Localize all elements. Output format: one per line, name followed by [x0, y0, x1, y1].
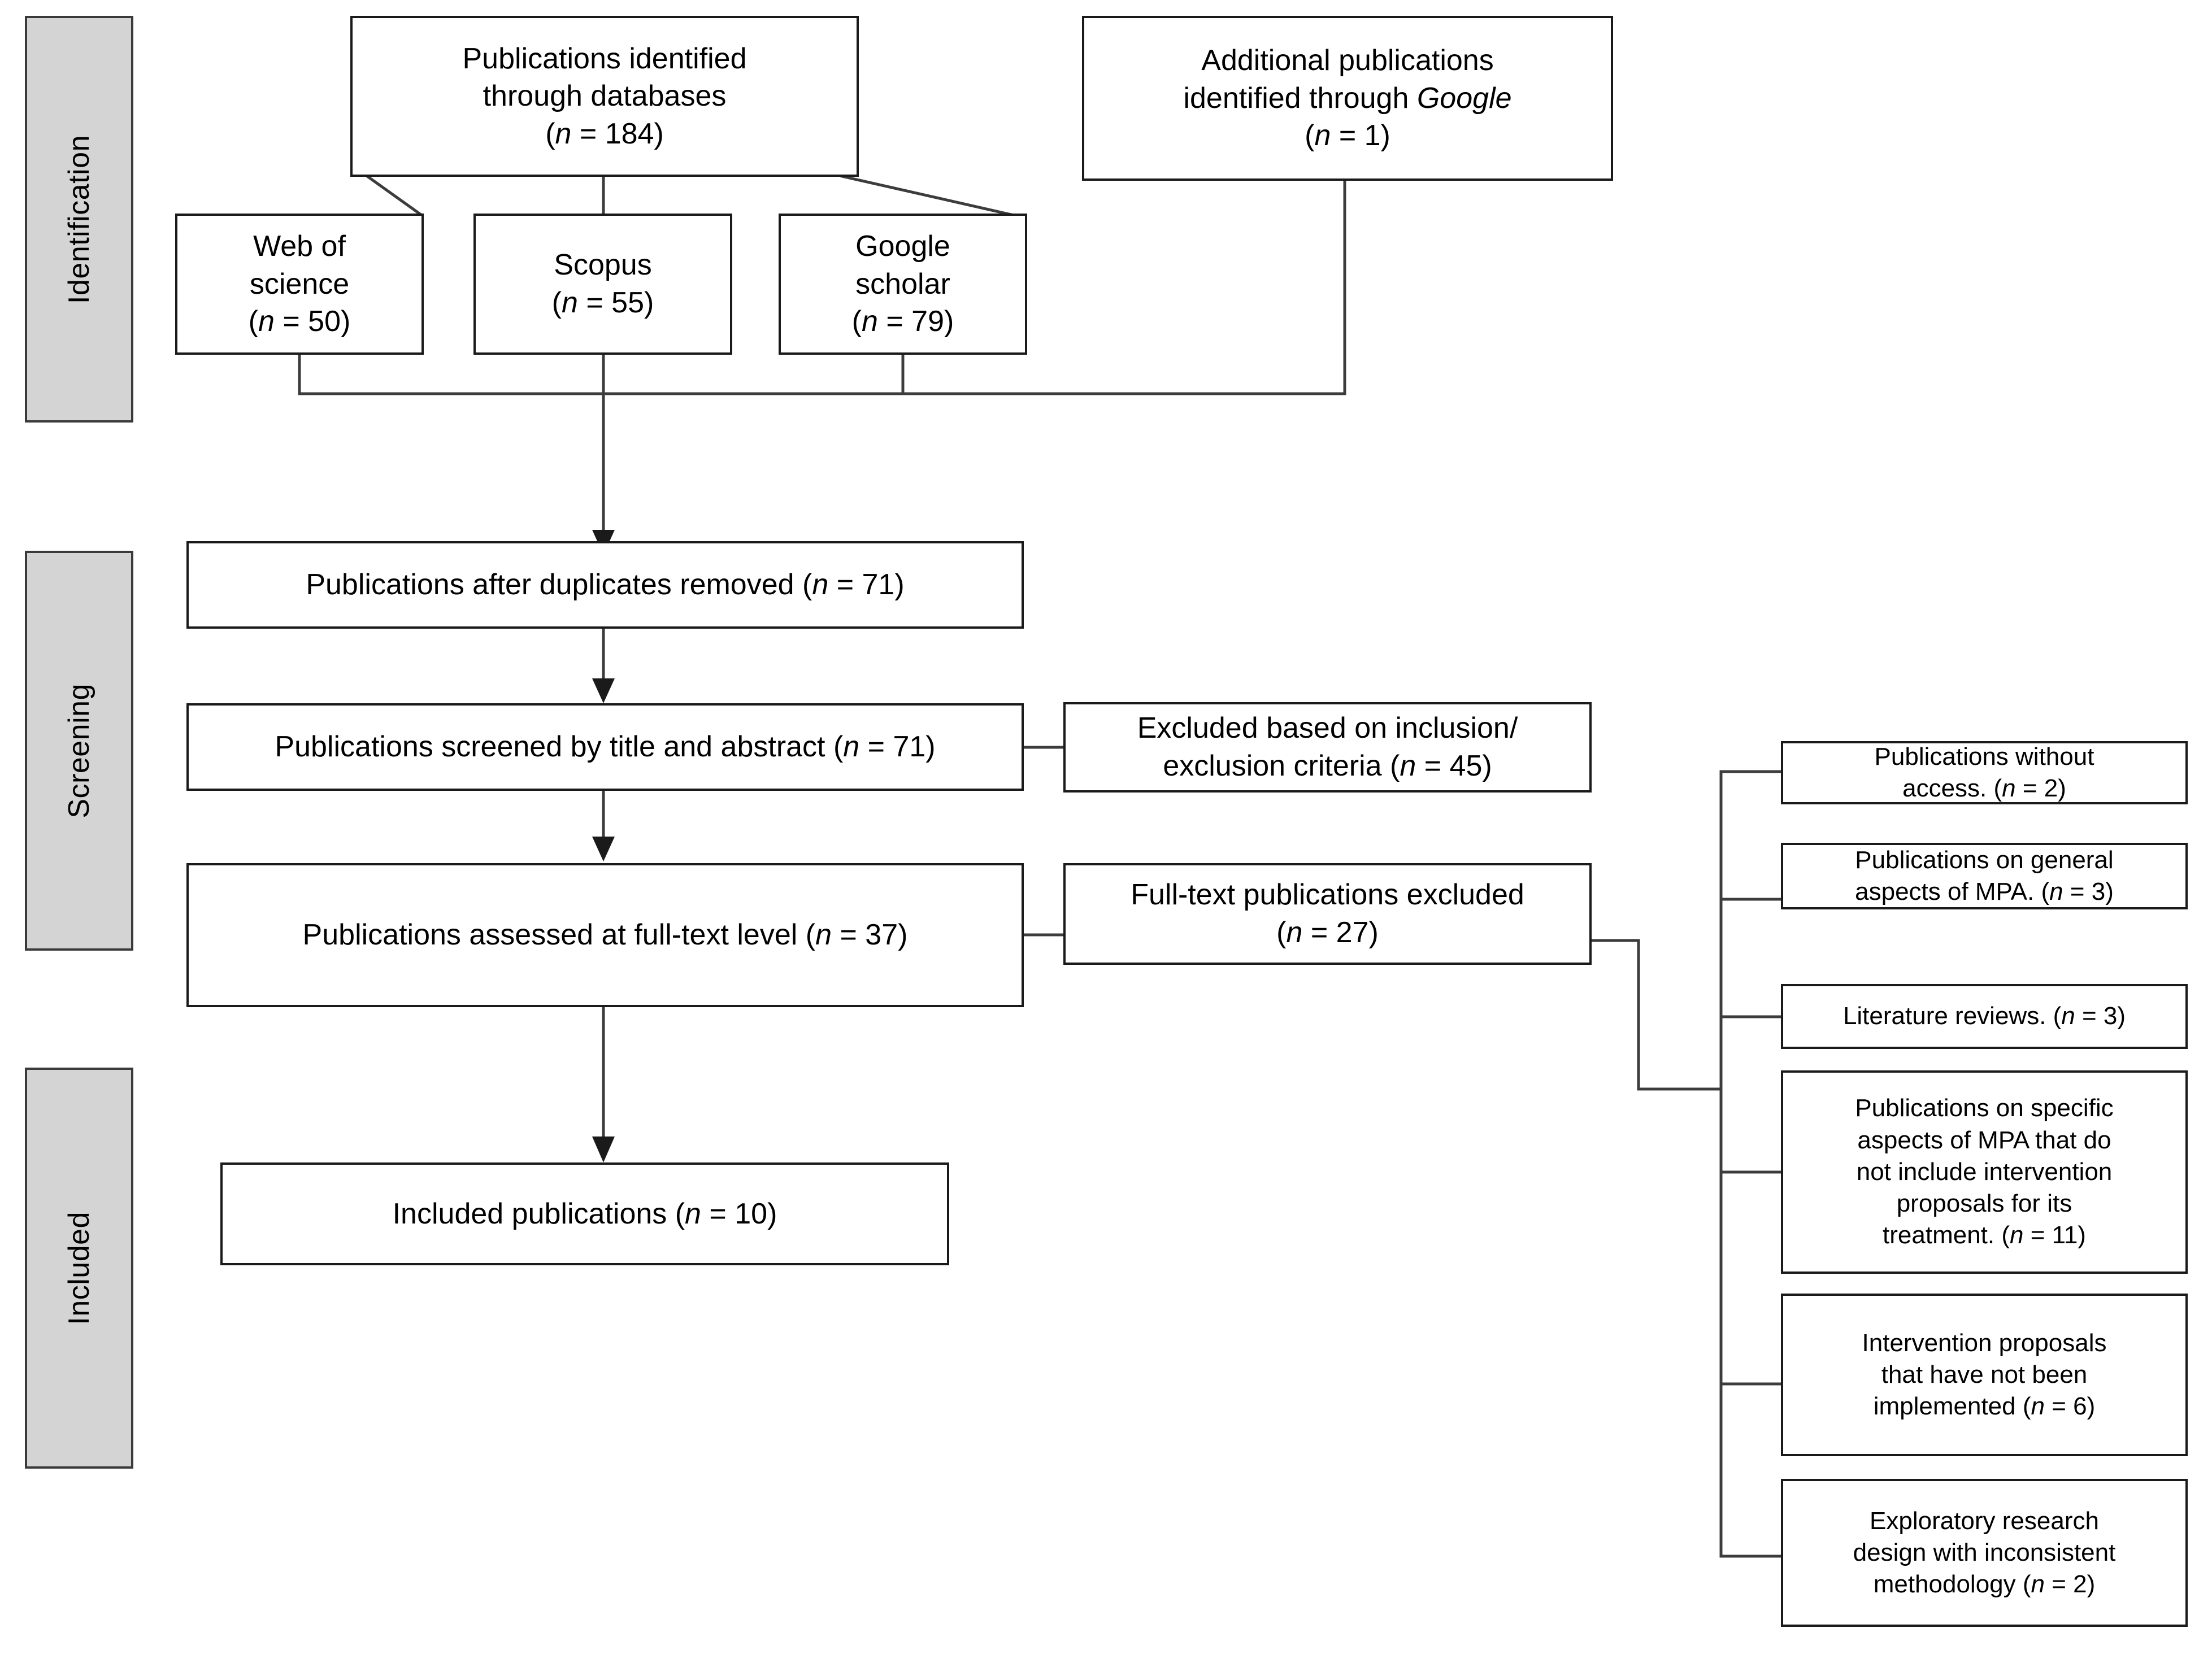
stage-label-screening: Screening [63, 683, 95, 818]
web-of-science-count-symbol: n [258, 305, 275, 338]
google-line-1: Additional publications [1201, 44, 1494, 77]
excluded-criteria-value: = 45) [1416, 750, 1492, 782]
box-additional-publications-google: Additional publications identified throu… [1082, 16, 1613, 181]
stage-label-included: Included [63, 1211, 95, 1325]
reason-exploratory-line-3-prefix: methodology ( [1873, 1570, 2031, 1599]
duplicates-removed-symbol: n [812, 568, 829, 602]
stage-label-identification: Identification [63, 134, 95, 304]
included-symbol: n [685, 1197, 701, 1230]
databases-line-1: Publications identified [462, 42, 747, 75]
reason-not-implemented-symbol: n [2031, 1392, 2045, 1421]
reason-exploratory-line-1: Exploratory research [1870, 1506, 2099, 1535]
reason-specific-aspects-line-2: aspects of MPA that do [1857, 1126, 2111, 1154]
reason-not-implemented-line-3-prefix: implemented ( [1873, 1392, 2031, 1421]
box-exclusion-reason-general-aspects-mpa: Publications on general aspects of MPA. … [1781, 843, 2188, 909]
excluded-criteria-line-2-prefix: exclusion criteria ( [1163, 750, 1400, 782]
screened-symbol: n [843, 730, 860, 764]
duplicates-removed-prefix: Publications after duplicates removed ( [306, 568, 812, 602]
box-source-web-of-science: Web of science (n = 50) [175, 214, 424, 355]
box-source-scopus: Scopus (n = 55) [473, 214, 732, 355]
excluded-fulltext-value: = 27) [1302, 916, 1379, 949]
reason-not-implemented-line-2: that have not been [1881, 1360, 2088, 1388]
google-scholar-line-1: Google [855, 230, 950, 263]
reason-literature-reviews-prefix: Literature reviews. ( [1842, 1002, 2062, 1030]
reason-general-aspects-value: = 3) [2063, 878, 2114, 905]
reason-no-access-symbol: n [2002, 774, 2016, 802]
reason-no-access-line-1: Publications without [1874, 742, 2094, 770]
stage-bar-identification: Identification [25, 16, 133, 423]
included-value: = 10) [701, 1197, 777, 1230]
box-publications-assessed-fulltext: Publications assessed at full-text level… [186, 863, 1024, 1007]
box-exclusion-reason-not-implemented: Intervention proposals that have not bee… [1781, 1294, 2188, 1456]
box-exclusion-reason-specific-aspects-no-intervention: Publications on specific aspects of MPA … [1781, 1070, 2188, 1274]
assessed-value: = 37) [832, 918, 908, 952]
google-scholar-count-value: = 79) [877, 305, 954, 338]
box-publications-after-duplicates-removed: Publications after duplicates removed (n… [186, 541, 1024, 629]
screened-prefix: Publications screened by title and abstr… [275, 730, 844, 764]
excluded-fulltext-line-2-prefix: ( [1276, 916, 1287, 949]
google-scholar-line-2: scholar [855, 267, 950, 301]
google-count-open: ( [1305, 119, 1315, 153]
box-fulltext-publications-excluded: Full-text publications excluded (n = 27) [1063, 863, 1592, 965]
web-of-science-line-1: Web of [253, 230, 346, 263]
databases-count-open: ( [545, 117, 555, 150]
excluded-criteria-symbol: n [1400, 750, 1416, 782]
reason-literature-reviews-symbol: n [2061, 1002, 2075, 1030]
included-prefix: Included publications ( [392, 1197, 685, 1230]
reason-specific-aspects-line-5-prefix: treatment. ( [1883, 1221, 2010, 1249]
reason-specific-aspects-line-1: Publications on specific [1855, 1094, 2114, 1122]
google-count-symbol: n [1314, 119, 1331, 153]
box-excluded-inclusion-exclusion-criteria: Excluded based on inclusion/ exclusion c… [1063, 702, 1592, 793]
scopus-line-1: Scopus [554, 249, 652, 282]
assessed-symbol: n [815, 918, 832, 952]
reason-exploratory-symbol: n [2031, 1570, 2045, 1599]
reason-specific-aspects-line-4: proposals for its [1896, 1190, 2072, 1218]
databases-count-value: = 184) [571, 117, 664, 150]
reason-general-aspects-line-2-prefix: aspects of MPA. ( [1855, 878, 2050, 905]
assessed-prefix: Publications assessed at full-text level… [302, 918, 816, 952]
box-publications-identified-databases: Publications identified through database… [350, 16, 859, 177]
box-source-google-scholar: Google scholar (n = 79) [779, 214, 1027, 355]
reason-specific-aspects-line-3: not include intervention [1856, 1157, 2113, 1186]
google-line-2-prefix: identified through [1183, 81, 1417, 115]
reason-literature-reviews-value: = 3) [2075, 1002, 2126, 1030]
stage-bar-included: Included [25, 1068, 133, 1469]
reason-general-aspects-symbol: n [2049, 878, 2063, 905]
excluded-fulltext-symbol: n [1286, 916, 1303, 949]
box-exclusion-reason-exploratory-inconsistent: Exploratory research design with inconsi… [1781, 1479, 2188, 1627]
box-publications-screened-title-abstract: Publications screened by title and abstr… [186, 703, 1024, 791]
google-scholar-count-symbol: n [861, 305, 878, 338]
reason-not-implemented-value: = 6) [2044, 1392, 2096, 1421]
reason-general-aspects-line-1: Publications on general [1855, 846, 2114, 874]
web-of-science-line-2: science [249, 267, 350, 301]
web-of-science-count-value: = 50) [274, 305, 351, 338]
reason-no-access-line-2-prefix: access. ( [1902, 774, 2002, 802]
scopus-count-open: ( [551, 286, 562, 319]
reason-no-access-value: = 2) [2015, 774, 2066, 802]
google-count-value: = 1) [1331, 119, 1390, 153]
reason-not-implemented-line-1: Intervention proposals [1862, 1329, 2107, 1357]
reason-exploratory-value: = 2) [2045, 1570, 2096, 1599]
google-scholar-count-open: ( [851, 305, 862, 338]
scopus-count-symbol: n [561, 286, 578, 319]
box-included-publications: Included publications (n = 10) [220, 1162, 949, 1265]
screened-value: = 71) [859, 730, 936, 764]
scopus-count-value: = 55) [577, 286, 654, 319]
box-exclusion-reason-literature-reviews: Literature reviews. (n = 3) [1781, 984, 2188, 1049]
web-of-science-count-open: ( [248, 305, 258, 338]
stage-bar-screening: Screening [25, 551, 133, 951]
reason-specific-aspects-value: = 11) [2023, 1221, 2086, 1249]
excluded-criteria-line-1: Excluded based on inclusion/ [1137, 712, 1518, 745]
box-exclusion-reason-no-access: Publications without access. (n = 2) [1781, 741, 2188, 804]
excluded-fulltext-line-1: Full-text publications excluded [1131, 878, 1524, 912]
reason-exploratory-line-2: design with inconsistent [1853, 1538, 2116, 1566]
reason-specific-aspects-symbol: n [2010, 1221, 2024, 1249]
google-line-2-emphasis: Google [1416, 81, 1512, 115]
databases-line-2: through databases [483, 80, 727, 113]
duplicates-removed-value: = 71) [828, 568, 905, 602]
databases-count-symbol: n [555, 117, 572, 150]
